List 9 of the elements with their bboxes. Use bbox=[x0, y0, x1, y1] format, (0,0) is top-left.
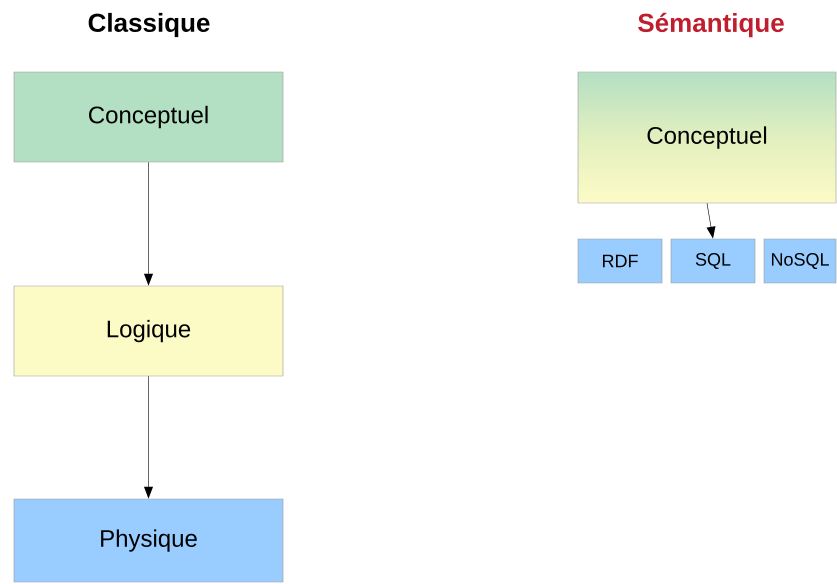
column-heading: Sémantique bbox=[638, 12, 784, 38]
process-box: Logique bbox=[14, 286, 284, 376]
process-box: Conceptuel bbox=[578, 72, 836, 204]
process-box: Conceptuel bbox=[14, 72, 284, 162]
column-heading: Classique bbox=[88, 12, 210, 38]
process-box: SQL bbox=[670, 238, 756, 284]
process-box: RDF bbox=[578, 238, 662, 284]
process-box: NoSQL bbox=[764, 238, 836, 284]
process-box: Physique bbox=[14, 498, 284, 582]
